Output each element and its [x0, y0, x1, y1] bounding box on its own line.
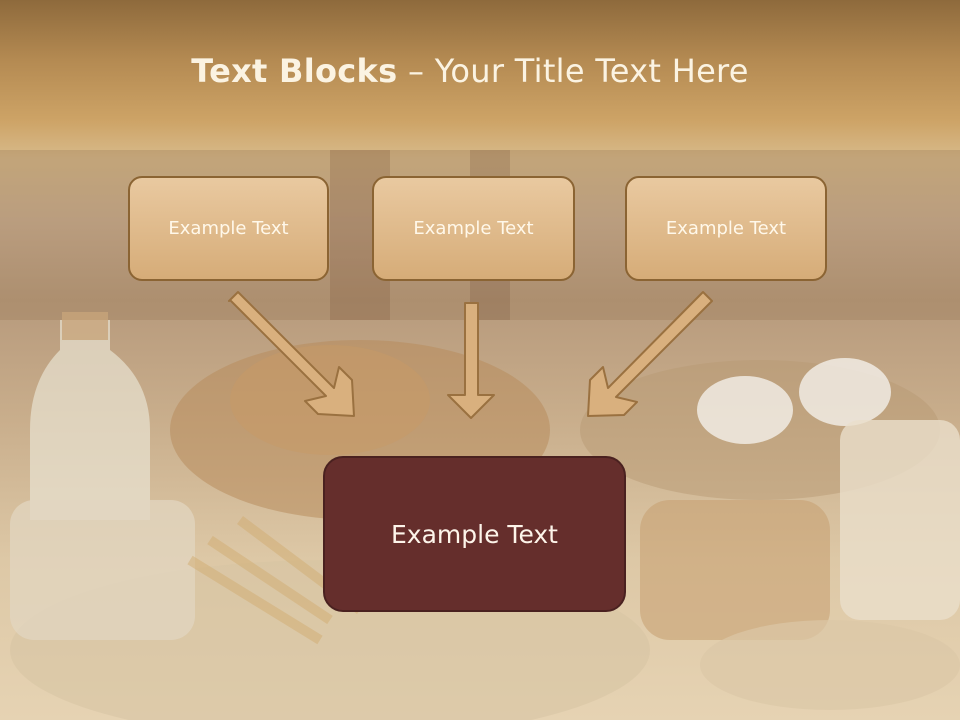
slide-title: Text Blocks – Your Title Text Here — [0, 52, 940, 90]
text-block-3[interactable]: Example Text — [625, 176, 827, 281]
text-block-3-label: Example Text — [665, 218, 787, 239]
title-bold: Text Blocks — [191, 52, 398, 90]
text-block-2[interactable]: Example Text — [372, 176, 575, 281]
text-block-1-label: Example Text — [168, 218, 289, 239]
text-block-1[interactable]: Example Text — [128, 176, 329, 281]
arrow-right-icon — [587, 291, 713, 417]
title-dash: – — [407, 52, 425, 90]
main-text-block-label: Example Text — [391, 519, 558, 549]
main-text-block[interactable]: Example Text — [323, 456, 626, 612]
arrow-left-icon — [228, 291, 355, 417]
text-block-2-label: Example Text — [413, 218, 534, 239]
arrow-center-icon — [447, 302, 495, 419]
title-rest: Your Title Text Here — [434, 52, 749, 90]
